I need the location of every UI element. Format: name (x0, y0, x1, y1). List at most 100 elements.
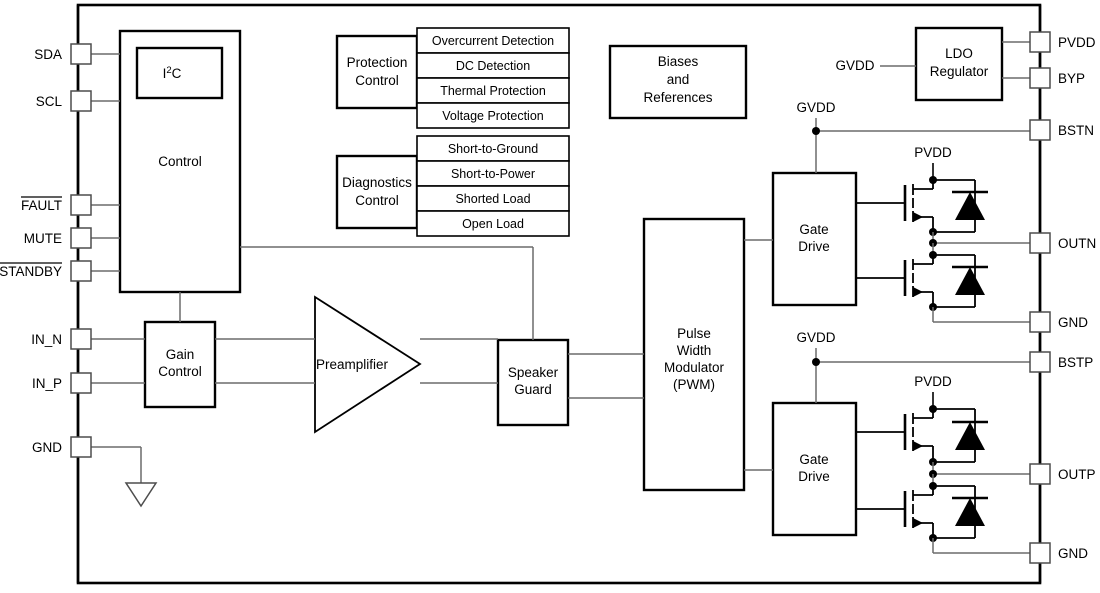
high-side-fet-top (856, 179, 988, 236)
diagnostics-item-row[interactable] (416, 210, 570, 237)
pin-label-scl: SCL (36, 94, 63, 109)
preamplifier-label: Preamplifier (316, 357, 389, 372)
gain-control-block[interactable]: Gain Control (143, 320, 217, 409)
pvdd-top-fet-label: PVDD (914, 145, 952, 160)
diagnostics-item-label: Short-to-Power (451, 167, 535, 181)
ldo-label-line1: LDO (945, 46, 973, 61)
protection-item-label: Voltage Protection (442, 109, 544, 123)
pwm-label-line1: Pulse (677, 326, 711, 341)
diagnostics-item-label: Open Load (462, 217, 524, 231)
protection-items-list: Overcurrent Detection DC Detection Therm… (416, 27, 570, 129)
pin-box-pvdd[interactable] (1029, 31, 1051, 53)
gate-drive-top-label-line2: Drive (798, 239, 830, 254)
pin-label-standby: STANDBY (0, 264, 62, 279)
diagnostics-control-label-line2: Control (355, 193, 399, 208)
protection-item-row[interactable] (416, 52, 570, 79)
pin-label-sda: SDA (34, 47, 62, 62)
gate-drive-top-label-line1: Gate (799, 222, 828, 237)
protection-item-row[interactable] (416, 27, 570, 54)
left-pins: SDA SCL FAULT MUTE STANDBY IN_N IN_P GND (0, 43, 92, 458)
right-pins: PVDD BYP BSTN OUTN GND BSTP OUTP GND (1029, 31, 1096, 564)
gate-drive-bottom-label-line2: Drive (798, 469, 830, 484)
pwm-label-line2: Width (677, 343, 712, 358)
protection-item-label: Thermal Protection (440, 84, 546, 98)
gvdd-ldo-input-label: GVDD (835, 58, 874, 73)
protection-control-block[interactable]: Protection Control (335, 34, 419, 110)
biases-label-line3: References (643, 90, 712, 105)
diagnostics-item-row[interactable] (416, 185, 570, 212)
high-side-fet-bottom (856, 408, 988, 466)
pin-label-inp: IN_P (32, 376, 62, 391)
protection-item-row[interactable] (416, 102, 570, 129)
pin-label-bstn: BSTN (1058, 123, 1094, 138)
gate-drive-bottom-label-line1: Gate (799, 452, 828, 467)
pin-label-outn: OUTN (1058, 236, 1096, 251)
pwm-label-line4: (PWM) (673, 377, 715, 392)
pin-label-fault: FAULT (21, 198, 62, 213)
pin-label-outp: OUTP (1058, 467, 1096, 482)
output-stage-bottom: PVDD (856, 374, 1031, 554)
low-side-fet-bottom (856, 485, 988, 542)
diagnostics-item-label: Short-to-Ground (448, 142, 538, 156)
biases-label-line1: Biases (658, 54, 699, 69)
pin-label-byp: BYP (1058, 71, 1085, 86)
pin-box-standby[interactable] (70, 260, 92, 282)
protection-control-label-line2: Control (355, 73, 399, 88)
speaker-guard-label-line1: Speaker (508, 365, 559, 380)
pin-label-mute: MUTE (24, 231, 62, 246)
pin-box-inp[interactable] (70, 372, 92, 394)
pin-box-mute[interactable] (70, 227, 92, 249)
biases-references-block[interactable]: Biases and References (608, 44, 748, 120)
diagnostics-control-block[interactable]: Diagnostics Control (335, 154, 419, 230)
ldo-label-line2: Regulator (930, 64, 989, 79)
speaker-guard-block[interactable]: Speaker Guard (496, 338, 570, 427)
gvdd-top-rail-label: GVDD (796, 100, 835, 115)
preamplifier-block[interactable]: Preamplifier (314, 295, 422, 434)
pin-box-gnd-bottom-right[interactable] (1029, 542, 1051, 564)
pin-box-fault[interactable] (70, 194, 92, 216)
protection-item-label: Overcurrent Detection (432, 34, 554, 48)
pin-box-inn[interactable] (70, 328, 92, 350)
protection-control-label-line1: Protection (347, 55, 408, 70)
gain-control-label-line2: Control (158, 364, 202, 379)
diagnostics-item-row[interactable] (416, 135, 570, 162)
gvdd-top-rail-group: GVDD (796, 100, 1031, 173)
pin-box-bstn[interactable] (1029, 119, 1051, 141)
pin-label-bstp: BSTP (1058, 355, 1093, 370)
speaker-guard-label-line2: Guard (514, 382, 552, 397)
diagnostics-item-row[interactable] (416, 160, 570, 187)
pin-label-gnd-left: GND (32, 440, 62, 455)
gate-drive-bottom-block[interactable]: Gate Drive (771, 401, 858, 537)
pin-label-inn: IN_N (31, 332, 62, 347)
pin-label-gnd-top-right: GND (1058, 315, 1088, 330)
pin-box-outn[interactable] (1029, 232, 1051, 254)
pin-box-outp[interactable] (1029, 463, 1051, 485)
i2c-block-label: I2C (163, 65, 182, 81)
biases-label-line2: and (667, 72, 690, 87)
pin-label-pvdd: PVDD (1058, 35, 1096, 50)
pvdd-bottom-fet-label: PVDD (914, 374, 952, 389)
protection-item-label: DC Detection (456, 59, 530, 73)
diagnostics-items-list: Short-to-Ground Short-to-Power Shorted L… (416, 135, 570, 237)
pin-box-sda[interactable] (70, 43, 92, 65)
pin-box-gnd-top-right[interactable] (1029, 311, 1051, 333)
pwm-block[interactable]: Pulse Width Modulator (PWM) (642, 217, 746, 492)
ground-symbol (124, 482, 158, 508)
gate-drive-top-block[interactable]: Gate Drive (771, 171, 858, 307)
pin-label-gnd-bottom-right: GND (1058, 546, 1088, 561)
control-block-label: Control (158, 154, 202, 169)
diagnostics-control-label-line1: Diagnostics (342, 175, 412, 190)
output-stage-top: PVDD (856, 145, 1031, 323)
protection-item-row[interactable] (416, 77, 570, 104)
pin-box-byp[interactable] (1029, 67, 1051, 89)
gvdd-bottom-rail-label: GVDD (796, 330, 835, 345)
pin-box-gnd-left[interactable] (70, 436, 92, 458)
gvdd-bottom-rail-group: GVDD (796, 330, 1031, 403)
low-side-fet-top (856, 254, 988, 311)
i2c-block[interactable]: I2C (135, 46, 224, 100)
pin-box-bstp[interactable] (1029, 351, 1051, 373)
ldo-regulator-block[interactable]: LDO Regulator (914, 26, 1004, 102)
pin-box-scl[interactable] (70, 90, 92, 112)
pwm-label-line3: Modulator (664, 360, 725, 375)
